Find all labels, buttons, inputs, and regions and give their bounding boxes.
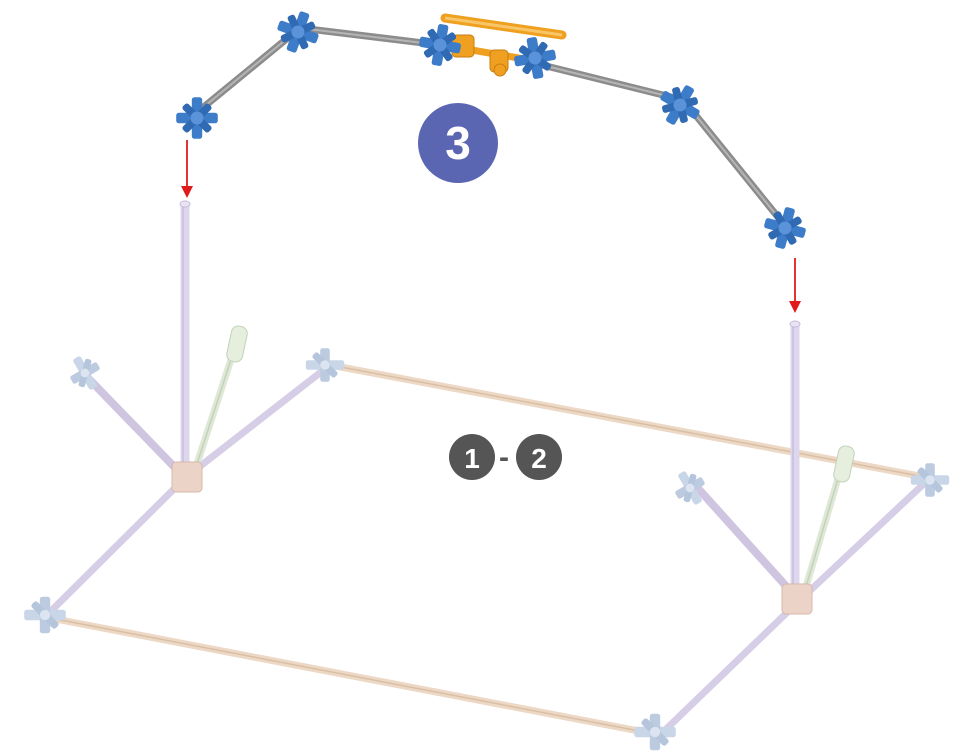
top-connector-3 [415,20,465,70]
base-rod-left-front [41,474,189,621]
down-arrow-icon [181,140,193,198]
top-frame [176,5,811,254]
current-step-number: 3 [445,117,471,169]
previous-step-from: 1 [464,443,480,474]
base-rod-left-back [181,361,334,482]
base-connector-front-right [634,713,676,751]
base-connector-brace-end-right [667,465,713,511]
previous-step-to: 2 [531,443,547,474]
base-hub-right [781,583,813,615]
previous-steps-label: 1 - 2 [449,434,562,480]
base-brace-right-purple [691,481,799,600]
top-connector-6 [759,202,811,254]
base-hub-left [171,461,203,493]
previous-step-separator: - [499,441,509,474]
top-connector-4 [510,33,560,83]
base-brace-left-purple [86,376,189,482]
base-rod-right-back [796,474,934,604]
current-step-badge: 3 [418,103,498,183]
base-frame [24,200,950,751]
base-rod-right-front [656,596,804,739]
down-arrow-icon [789,258,801,313]
